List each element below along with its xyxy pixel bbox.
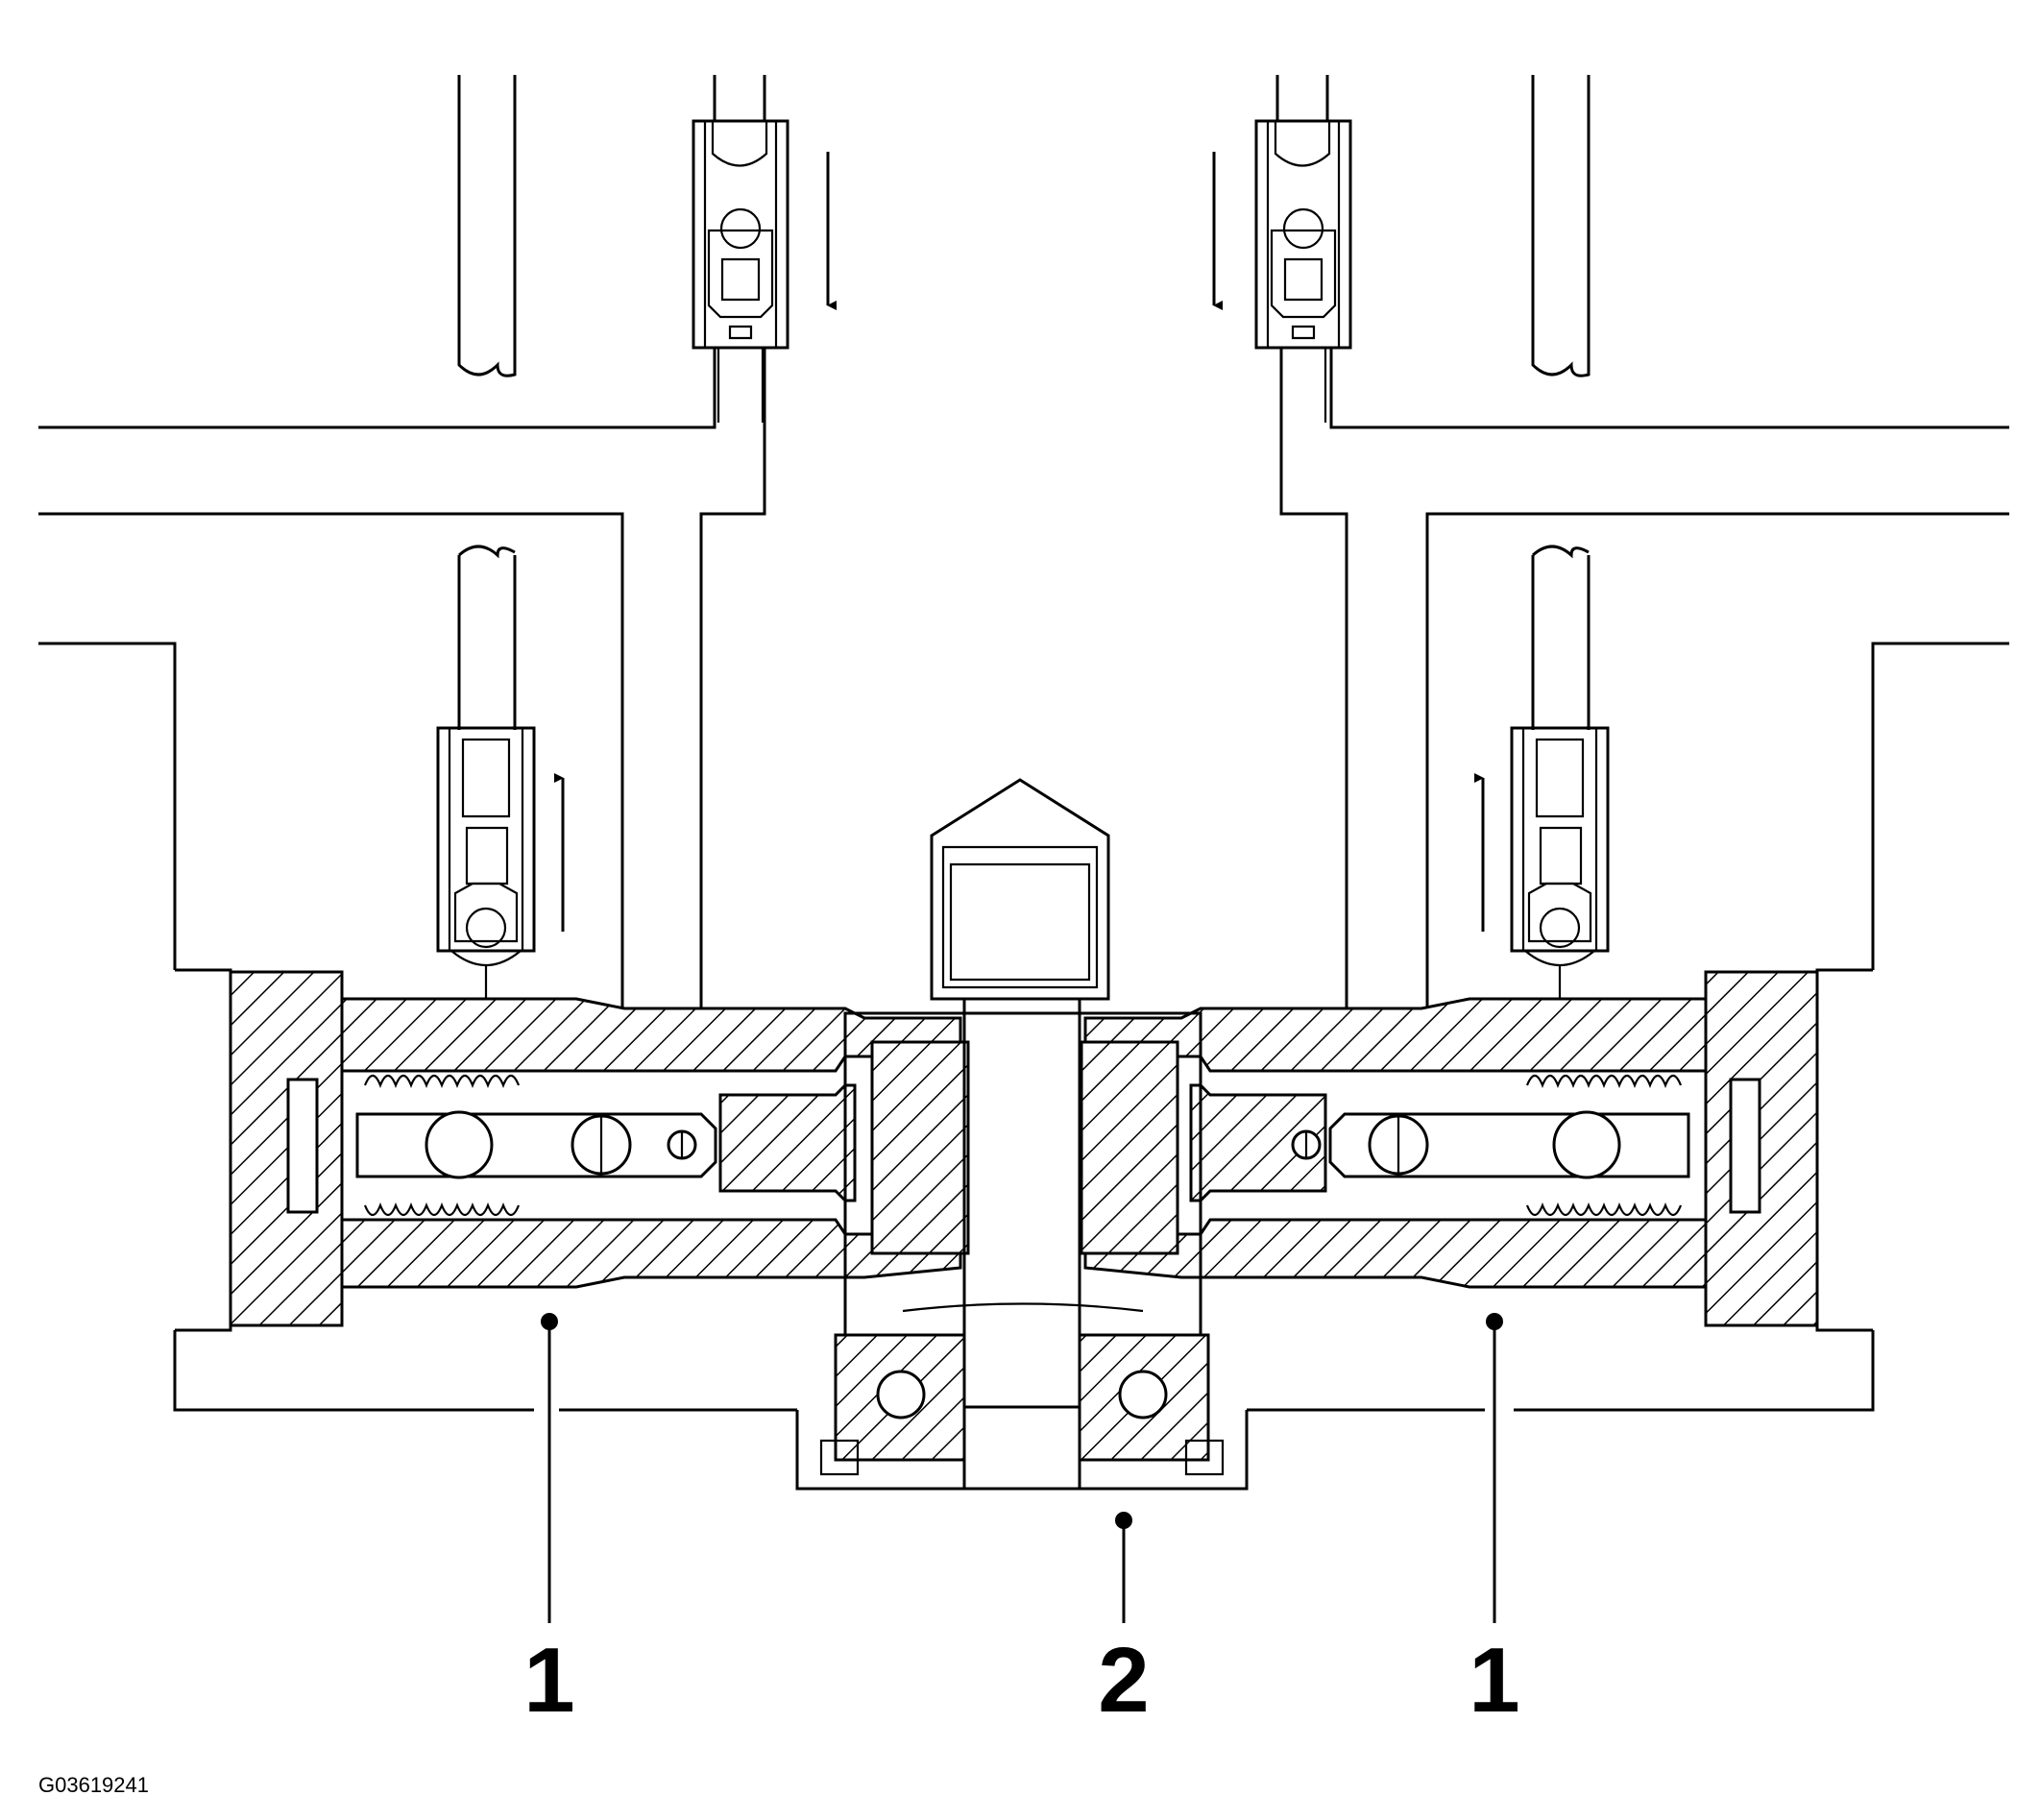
upper-supply-lines	[713, 75, 1329, 121]
right-valve-body	[1083, 997, 1708, 1289]
upper-rods	[457, 75, 1591, 377]
upper-left-check-valve	[692, 119, 789, 423]
flow-arrows	[554, 152, 1485, 932]
lower-left-check-valve	[436, 545, 536, 999]
lower-right-check-valve	[1510, 545, 1610, 999]
upper-right-check-valve	[1254, 119, 1352, 423]
callout-label-center: 2	[1098, 1629, 1149, 1732]
left-valve-body	[340, 997, 962, 1289]
figure-id: G03619241	[38, 1773, 149, 1797]
center-actuator	[795, 778, 1249, 1491]
housing-passages	[38, 348, 2009, 1412]
callout-leaders	[541, 1313, 1503, 1623]
callout-label-right: 1	[1469, 1629, 1519, 1732]
callout-label-left: 1	[523, 1629, 574, 1732]
end-caps	[229, 970, 1819, 1327]
